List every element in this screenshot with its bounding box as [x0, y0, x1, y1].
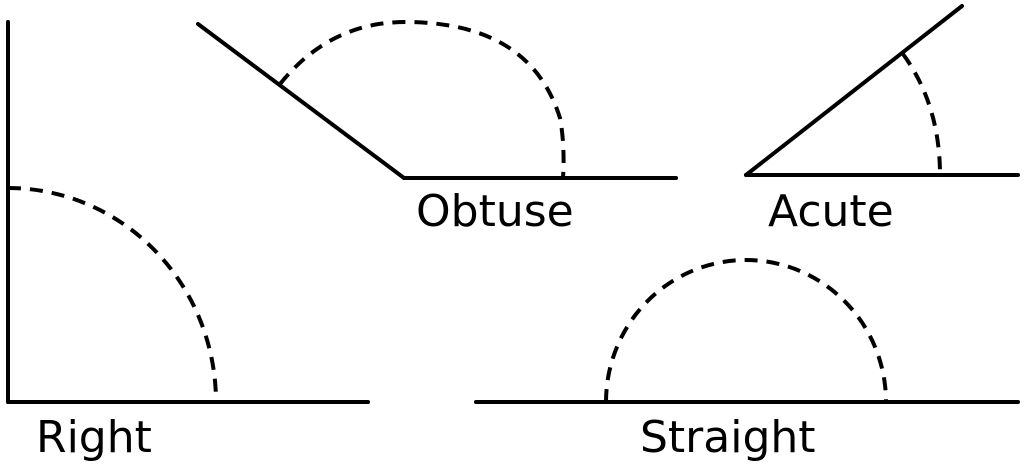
straight-angle-label: Straight — [640, 412, 816, 463]
obtuse-angle-slanted-ray — [196, 22, 406, 180]
right-angle: Right — [6, 20, 370, 463]
straight-angle-arc — [604, 258, 888, 403]
right-angle-arc — [7, 186, 218, 403]
obtuse-angle: Obtuse — [196, 19, 678, 237]
acute-angle: Acute — [744, 4, 1020, 237]
acute-angle-arc — [901, 52, 942, 176]
right-angle-label: Right — [36, 412, 152, 463]
acute-angle-slanted-ray — [744, 4, 964, 177]
obtuse-angle-label: Obtuse — [416, 186, 574, 237]
straight-angle: Straight — [474, 258, 1020, 463]
obtuse-angle-arc — [278, 19, 566, 179]
acute-angle-label: Acute — [768, 186, 894, 237]
